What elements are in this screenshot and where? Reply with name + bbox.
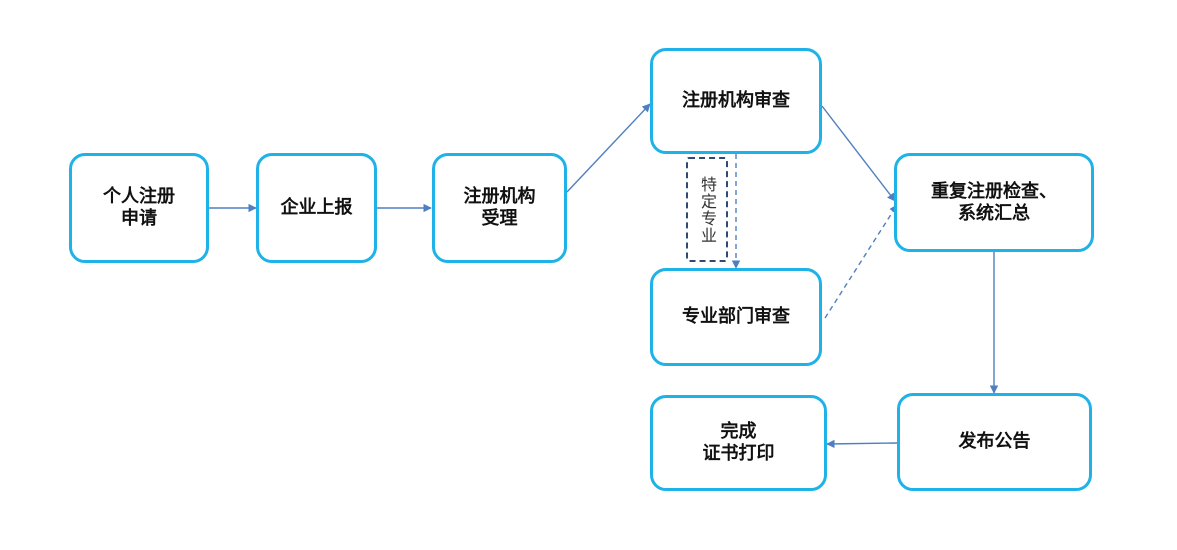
- arrow-specialty-to-duplicate-check: [824, 204, 898, 319]
- node-enterprise-report: 企业上报: [256, 153, 377, 263]
- node-duplicate-check-line1: 重复注册检查、: [931, 180, 1057, 202]
- node-personal-apply: 个人注册 申请: [69, 153, 209, 263]
- node-registry-accept: 注册机构 受理: [432, 153, 567, 263]
- node-complete-print: 完成 证书打印: [650, 395, 827, 491]
- node-duplicate-check-line2: 系统汇总: [958, 202, 1030, 224]
- node-publish-notice-line1: 发布公告: [958, 431, 1031, 452]
- node-registry-accept-line2: 受理: [481, 208, 518, 229]
- specialty-tag: 特定专业: [686, 157, 728, 262]
- node-personal-apply-line1: 个人注册: [103, 186, 175, 207]
- specialty-tag-label: 特定专业: [698, 175, 717, 244]
- node-enterprise-report-line1: 企业上报: [280, 197, 353, 218]
- node-duplicate-check: 重复注册检查、 系统汇总: [894, 153, 1094, 252]
- node-specialty-review-line1: 专业部门审查: [682, 306, 790, 327]
- node-personal-apply-line2: 申请: [121, 208, 157, 229]
- node-complete-print-line1: 完成: [720, 421, 757, 442]
- node-registry-accept-line1: 注册机构: [463, 186, 536, 207]
- node-complete-print-line2: 证书打印: [702, 443, 775, 464]
- node-registry-review: 注册机构审查: [650, 48, 822, 154]
- node-specialty-review: 专业部门审查: [650, 268, 822, 366]
- arrow-publish-to-complete: [826, 439, 898, 449]
- node-registry-review-line1: 注册机构审查: [682, 90, 790, 111]
- node-publish-notice: 发布公告: [897, 393, 1092, 491]
- arrow-accept-to-review: [566, 103, 651, 193]
- arrow-review-to-duplicate-check: [821, 105, 896, 202]
